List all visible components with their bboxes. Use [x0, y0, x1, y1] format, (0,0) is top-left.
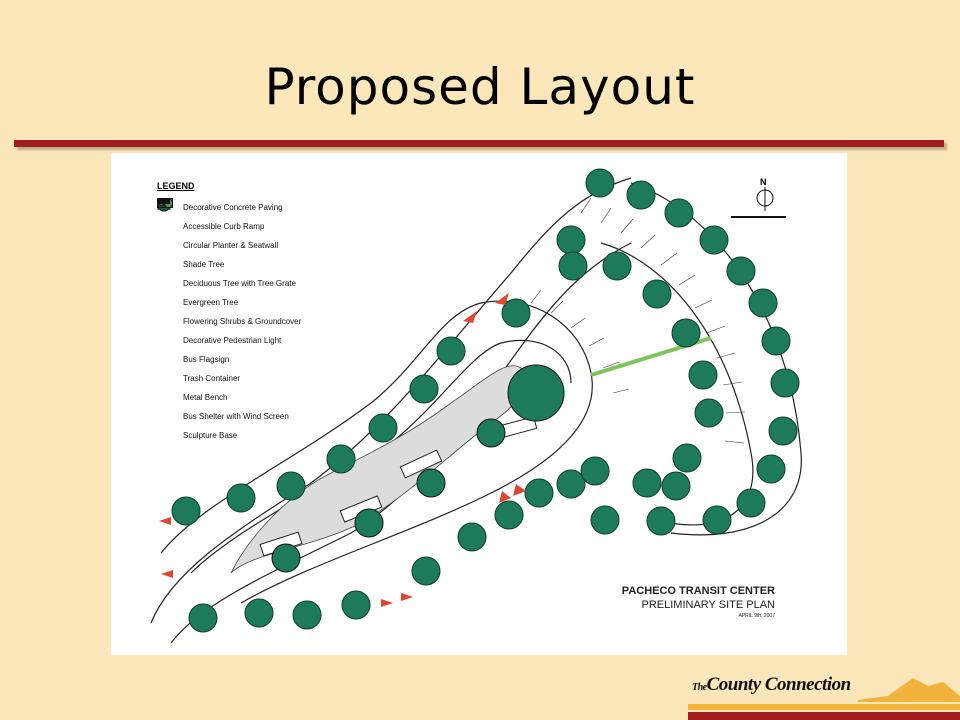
deciduous-tree-icon [157, 198, 175, 290]
legend-item: Trash Container [157, 200, 301, 388]
legend-label: Decorative Concrete Paving [183, 203, 283, 212]
legend-item: Accessible Curb Ramp [157, 198, 301, 236]
legend-label: Accessible Curb Ramp [183, 222, 265, 231]
north-label: N [760, 177, 767, 187]
logo-text: TheCounty Connection [692, 674, 851, 696]
trash-container-icon [157, 200, 175, 385]
legend-label: Decorative Pedestrian Light [183, 336, 282, 345]
legend-item: Decorative Concrete Paving [157, 198, 301, 217]
legend-item: Decorative Pedestrian Light [157, 199, 301, 350]
county-connection-logo: TheCounty Connection [688, 672, 960, 720]
pedestrian-light-icon [157, 199, 175, 347]
legend-item: Metal Bench [157, 200, 301, 407]
legend-item: Bus Shelter with Wind Screen [157, 199, 301, 426]
legend-item: Sculpture Base [157, 199, 301, 445]
plan-subtitle: PRELIMINARY SITE PLAN [641, 599, 775, 611]
road-outlines [150, 177, 802, 644]
logo-mountains [688, 678, 960, 720]
bus-flagsign-icon [157, 200, 175, 366]
legend-label: Flowering Shrubs & Groundcover [183, 317, 302, 326]
shade-tree-icon [157, 198, 175, 271]
legend-label: Sculpture Base [183, 431, 238, 440]
legend-item: Evergreen Tree [157, 198, 301, 312]
legend-label: Evergreen Tree [183, 298, 239, 307]
legend-list: Decorative Concrete Paving Accessible Cu… [157, 198, 301, 445]
legend-item: Deciduous Tree with Tree Grate [157, 198, 301, 293]
north-arrow [731, 187, 786, 218]
legend-label: Bus Shelter with Wind Screen [183, 412, 289, 421]
site-plan-image: N LEGEND Decorative Concrete Paving Acce… [111, 153, 847, 655]
legend-label: Trash Container [183, 374, 241, 383]
legend-item: Bus Flagsign [157, 200, 301, 369]
slide-title: Proposed Layout [264, 58, 696, 116]
logo-the: The [692, 682, 707, 693]
bus-shelter-icon [157, 199, 175, 423]
legend-label: Deciduous Tree with Tree Grate [183, 279, 296, 288]
legend-label: Bus Flagsign [183, 355, 230, 364]
parking-stalls [530, 197, 746, 444]
bench-icon [157, 200, 175, 404]
traffic-arrows [159, 293, 526, 607]
sculpture-base-icon [157, 199, 175, 442]
legend-label: Shade Tree [183, 260, 225, 269]
evergreen-tree-icon [157, 198, 175, 309]
title-divider [14, 140, 944, 147]
shade-trees [171, 168, 800, 633]
logo-name: County Connection [706, 674, 852, 695]
plan-date: APRIL 9th, 2007 [738, 613, 775, 619]
legend-title: LEGEND [157, 181, 195, 191]
legend-item: Shade Tree [157, 198, 301, 274]
legend-item: Circular Planter & Seatwall [157, 199, 301, 255]
planter-icon [157, 199, 175, 252]
shrubs-icon [157, 198, 175, 328]
circular-planters [271, 364, 565, 573]
legend-label: Metal Bench [183, 393, 228, 402]
site-plan-drawing [150, 168, 802, 644]
legend-label: Circular Planter & Seatwall [183, 241, 279, 250]
curb-ramp-icon [157, 198, 175, 233]
plan-title: PACHECO TRANSIT CENTER [621, 585, 775, 597]
legend-item: Flowering Shrubs & Groundcover [157, 198, 302, 331]
